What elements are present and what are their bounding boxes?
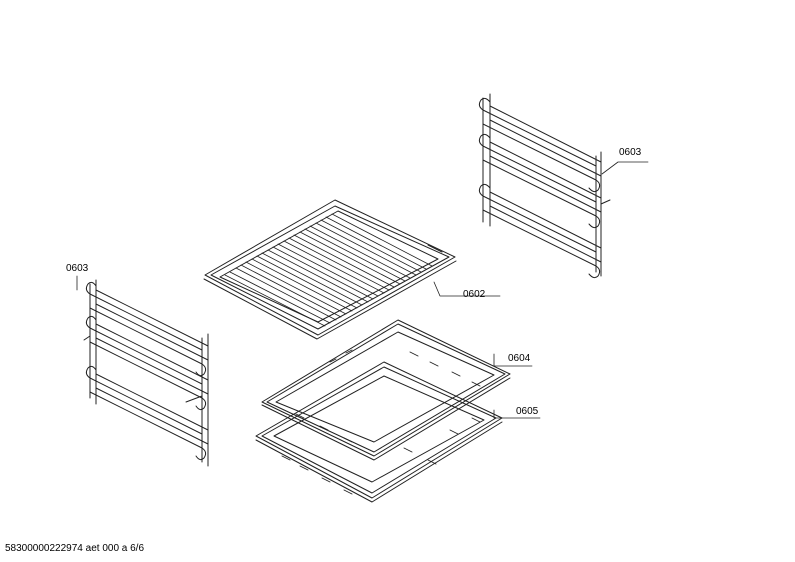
callout-0602: 0602 bbox=[463, 289, 486, 300]
baking-tray bbox=[261, 319, 511, 461]
side-rack-right bbox=[478, 93, 611, 279]
wire-grill-rack bbox=[203, 199, 457, 340]
leader-lines bbox=[76, 161, 649, 419]
callout-0603-left: 0603 bbox=[66, 263, 89, 274]
side-rack-left bbox=[83, 279, 209, 467]
callout-0604: 0604 bbox=[508, 353, 531, 364]
callout-0605: 0605 bbox=[516, 406, 539, 417]
document-code: 58300000222974 aet 000 a 6/6 bbox=[5, 543, 145, 554]
callout-0603-right: 0603 bbox=[619, 147, 642, 158]
